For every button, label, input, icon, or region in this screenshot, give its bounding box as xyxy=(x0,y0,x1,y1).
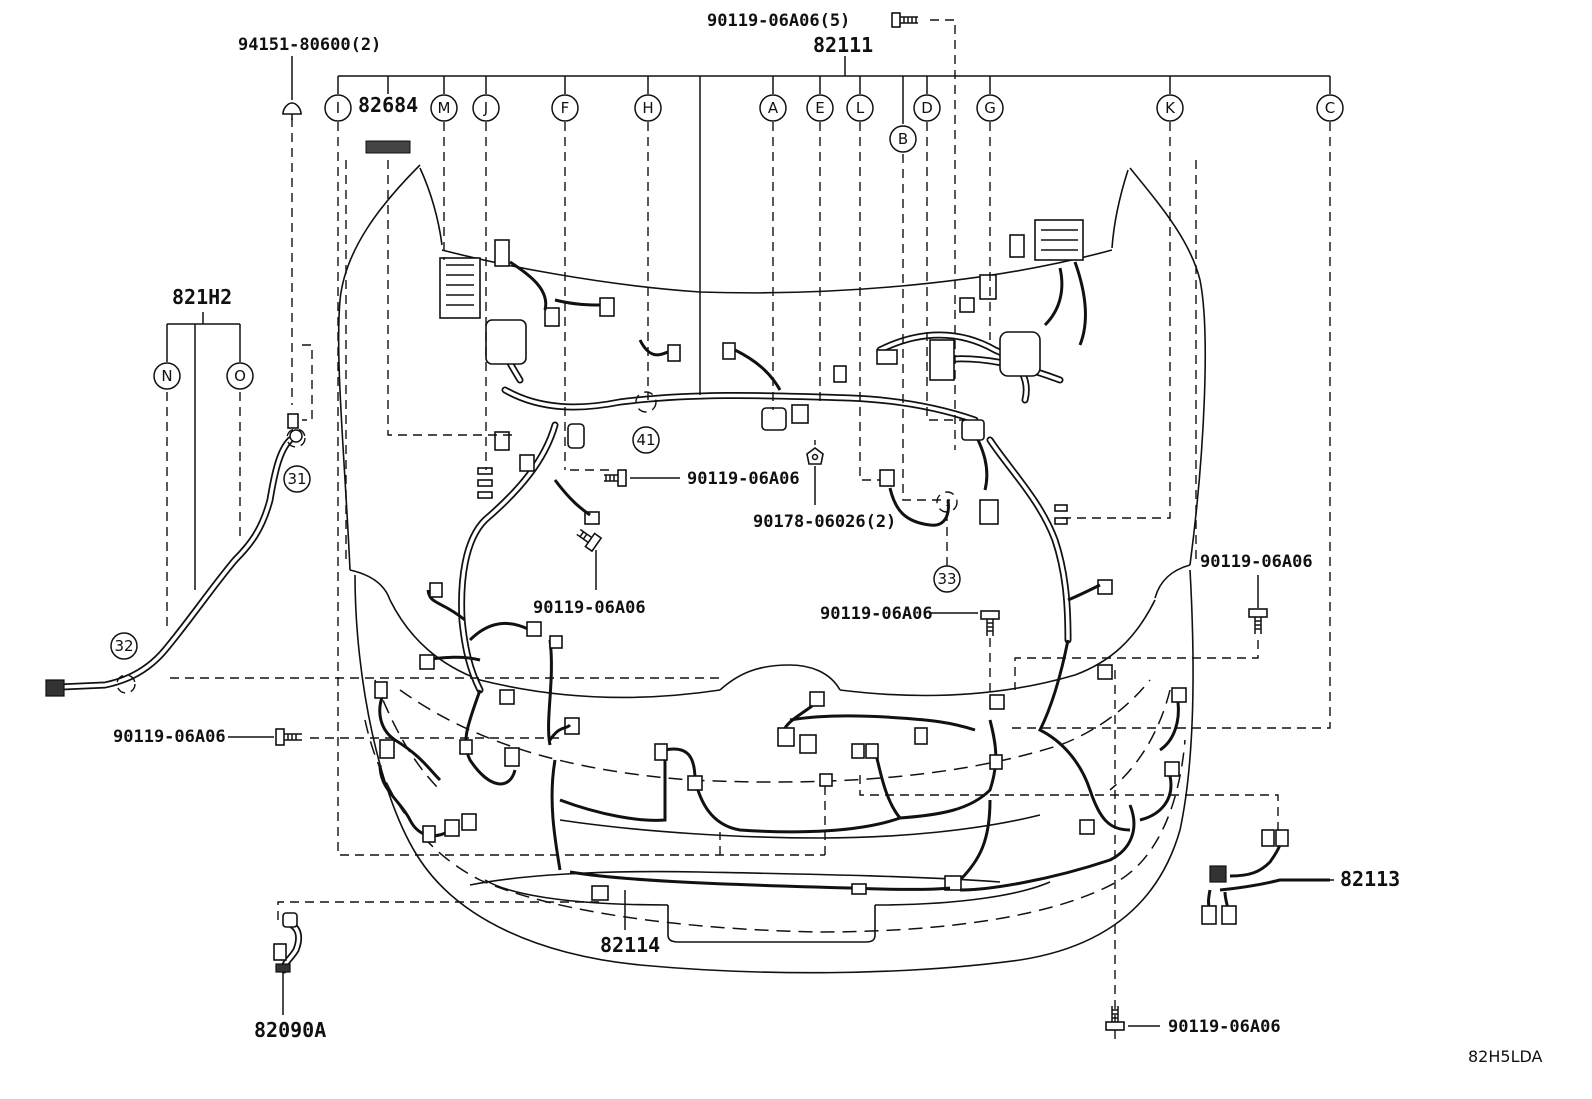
svg-text:N: N xyxy=(161,367,172,385)
sub-harness-82114: 82114 xyxy=(600,890,660,957)
sub-harness-82090A: 82090A xyxy=(254,912,326,1042)
bolt-icon xyxy=(891,12,918,28)
label-82090A: 82090A xyxy=(254,1018,326,1042)
callout-J: J xyxy=(472,94,500,122)
label-bolt-center: 90119-06A06 xyxy=(687,469,800,489)
diagram-code: 82H5LDA xyxy=(1468,1047,1543,1066)
ref-33: 33 xyxy=(933,565,961,593)
svg-text:F: F xyxy=(561,99,570,117)
label-821H2: 821H2 xyxy=(172,285,232,309)
callout-G: G xyxy=(976,94,1004,122)
svg-text:K: K xyxy=(1165,99,1176,117)
bolt-icon xyxy=(604,469,627,487)
label-bolt-right-center: 90119-06A06 xyxy=(820,604,933,624)
callout-A: A xyxy=(759,94,787,122)
callout-D: D xyxy=(913,94,941,122)
clip-icon xyxy=(282,102,302,120)
label-94151: 94151-80600(2) xyxy=(238,35,381,55)
bolt-icon xyxy=(1248,608,1268,634)
svg-text:L: L xyxy=(856,99,865,117)
svg-text:B: B xyxy=(898,130,908,148)
callout-K: K xyxy=(1156,94,1184,122)
label-bolt-bottom: 90119-06A06 xyxy=(1168,1017,1281,1037)
callout-M: M xyxy=(430,94,458,122)
callout-N: N xyxy=(153,362,181,390)
label-clip-90178: 90178-06026(2) xyxy=(753,512,896,532)
label-bolt-left-center: 90119-06A06 xyxy=(533,598,646,618)
fastener-labels: 90119-06A06 90119-06A06 90178-06026(2) 9… xyxy=(113,447,1313,1037)
harness-branch-callouts: I M J F H A E L B D G K C xyxy=(324,94,1344,153)
svg-text:C: C xyxy=(1325,99,1335,117)
reference-circles: 31 32 41 33 xyxy=(110,391,961,694)
label-82114: 82114 xyxy=(600,933,660,957)
svg-text:D: D xyxy=(921,99,933,117)
ref-41: 41 xyxy=(632,426,660,454)
svg-text:31: 31 xyxy=(287,470,306,488)
svg-text:33: 33 xyxy=(937,570,956,588)
svg-text:M: M xyxy=(438,99,451,117)
svg-text:J: J xyxy=(483,99,488,117)
label-82113: 82113 xyxy=(1340,867,1400,891)
svg-text:A: A xyxy=(768,99,779,117)
svg-text:G: G xyxy=(984,99,996,117)
label-bolt-left: 90119-06A06 xyxy=(113,727,226,747)
callout-C: C xyxy=(1316,94,1344,122)
svg-text:32: 32 xyxy=(114,637,133,655)
label-main-harness: 82111 xyxy=(813,33,873,57)
dashed-leader-lines xyxy=(166,19,1331,1040)
svg-text:I: I xyxy=(336,99,340,117)
label-82684: 82684 xyxy=(358,93,418,117)
ref-32: 32 xyxy=(110,632,138,660)
label-bolt-right: 90119-06A06 xyxy=(1200,552,1313,572)
svg-text:E: E xyxy=(815,99,824,117)
svg-text:41: 41 xyxy=(636,431,655,449)
label-bolt-90119-5: 90119-06A06(5) xyxy=(707,11,850,31)
bolt-icon xyxy=(576,528,603,553)
protector-part-icon xyxy=(365,140,411,154)
callout-O: O xyxy=(226,362,254,390)
callout-H: H xyxy=(634,94,662,122)
bolt-icon xyxy=(275,728,302,746)
sub-harness-821H2: 821H2 N O xyxy=(45,285,303,697)
callout-L: L xyxy=(846,94,874,122)
part-labels: 90119-06A06(5) 82111 94151-80600(2) 8268… xyxy=(238,11,918,154)
clip-icon xyxy=(806,447,824,465)
ref-31: 31 xyxy=(283,465,311,493)
svg-text:O: O xyxy=(234,367,246,385)
callout-I: I xyxy=(324,94,352,122)
callout-F: F xyxy=(551,94,579,122)
callout-B: B xyxy=(889,125,917,153)
callout-E: E xyxy=(806,94,834,122)
svg-text:H: H xyxy=(642,99,653,117)
main-harness-leader-tree xyxy=(337,56,1331,395)
vehicle-body-outline xyxy=(337,160,1207,974)
bolt-icon xyxy=(1105,1006,1125,1031)
sub-harness-82113: 82113 xyxy=(1201,829,1400,925)
bolt-icon xyxy=(980,610,1000,636)
engine-room-wire-harness xyxy=(374,219,1187,901)
